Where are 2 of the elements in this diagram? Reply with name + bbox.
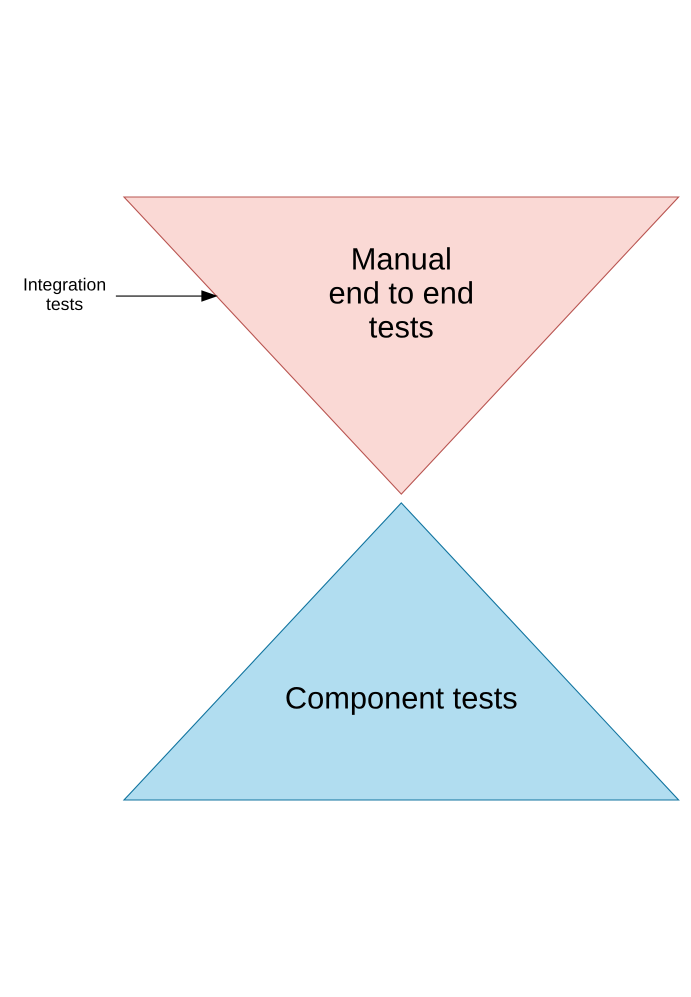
node-text: Integration tests (22, 274, 106, 314)
arrow (115, 290, 218, 302)
